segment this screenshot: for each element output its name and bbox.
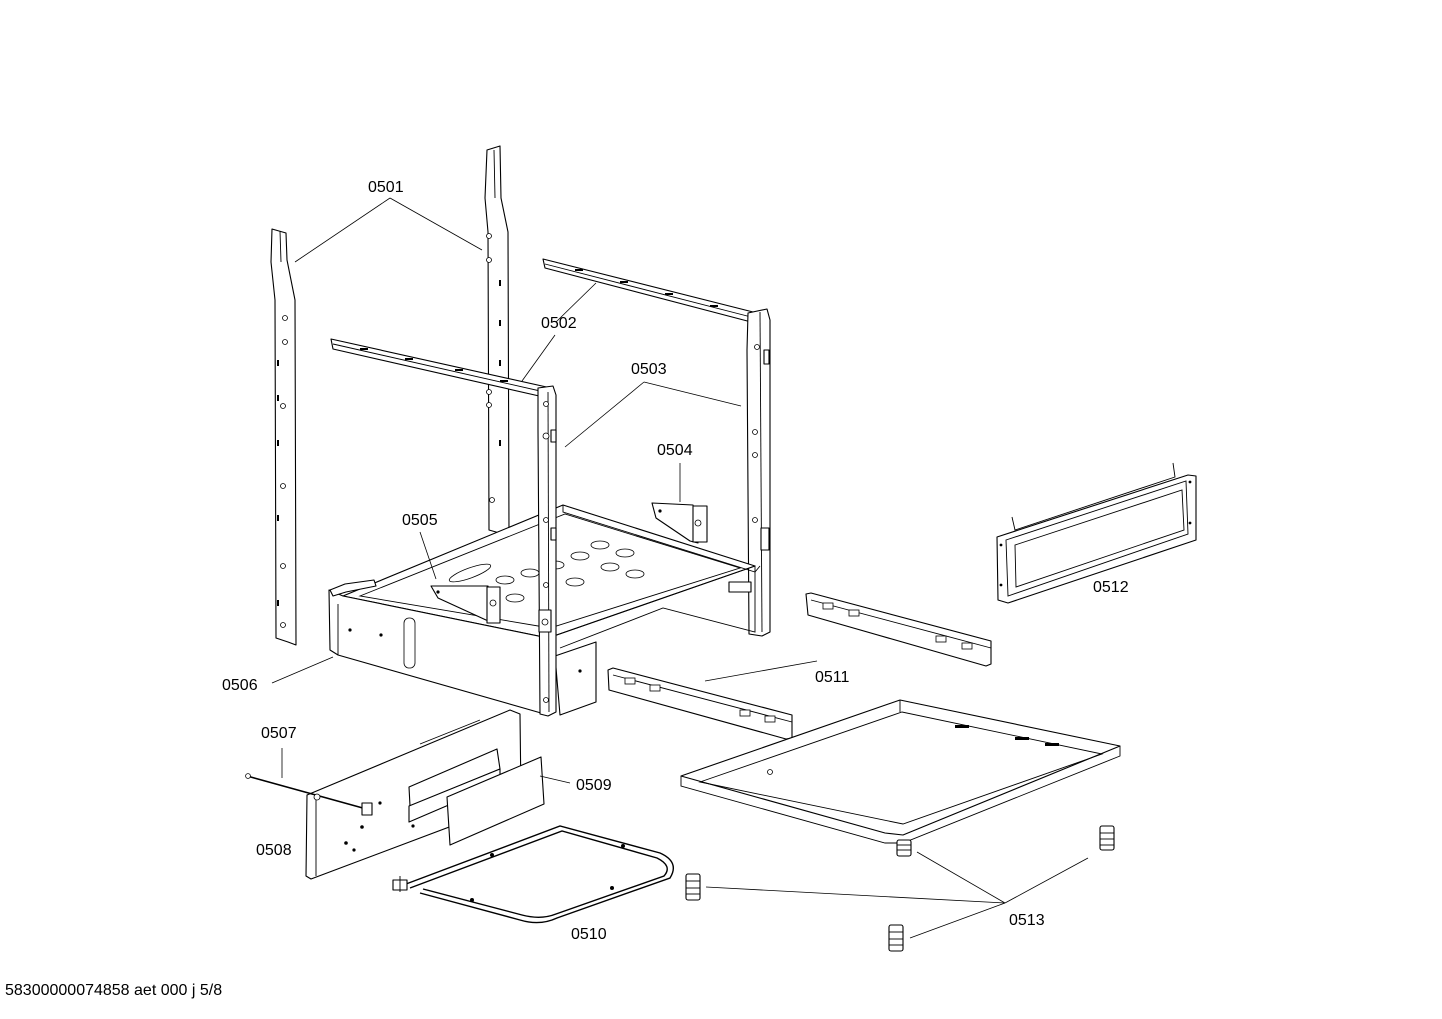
part-0501-rear-upright[interactable] (484, 145, 510, 536)
callout-0509: 0509 (576, 777, 612, 794)
part-0509-plate[interactable] (446, 756, 545, 846)
part-bottom-frame[interactable] (680, 699, 1121, 844)
document-reference: 58300000074858 aet 000 j 5/8 (5, 982, 223, 999)
callout-0502: 0502 (541, 315, 577, 332)
part-0505-bracket[interactable] (430, 585, 501, 624)
part-0510-heating-element[interactable] (392, 825, 674, 924)
part-0513-foot-3[interactable] (685, 873, 701, 901)
part-0502-rear-crossbar[interactable] (542, 258, 758, 324)
part-0501-left-upright[interactable] (270, 228, 297, 646)
leader-lines (271, 197, 1089, 939)
part-0513-foot-2[interactable] (1099, 825, 1115, 851)
part-0503-front-upright[interactable] (537, 385, 557, 717)
callout-0503: 0503 (631, 361, 667, 378)
callout-0512: 0512 (1093, 579, 1129, 596)
part-0511-rail-lower[interactable] (607, 667, 793, 740)
part-0513-foot-1[interactable] (896, 839, 912, 857)
part-0503-right-upright[interactable] (746, 308, 771, 637)
callout-0511: 0511 (815, 669, 850, 686)
part-0513-foot-4[interactable] (888, 924, 904, 952)
callout-0507: 0507 (261, 725, 297, 742)
part-0512-frame[interactable] (996, 462, 1197, 604)
part-0507-rod[interactable] (245, 773, 373, 816)
callout-0513: 0513 (1009, 912, 1045, 929)
callout-0501: 0501 (368, 179, 404, 196)
part-0511-rail-upper[interactable] (805, 592, 992, 667)
callout-0506: 0506 (222, 677, 258, 694)
callout-0504: 0504 (657, 442, 693, 459)
callout-0508: 0508 (256, 842, 292, 859)
callout-0510: 0510 (571, 926, 607, 943)
part-0504-bracket[interactable] (651, 502, 708, 544)
callout-labels: 0501 0502 0503 0504 0505 0506 0507 0508 … (222, 179, 1129, 943)
callout-0505: 0505 (402, 512, 438, 529)
part-0502-front-crossbar[interactable] (330, 338, 552, 399)
